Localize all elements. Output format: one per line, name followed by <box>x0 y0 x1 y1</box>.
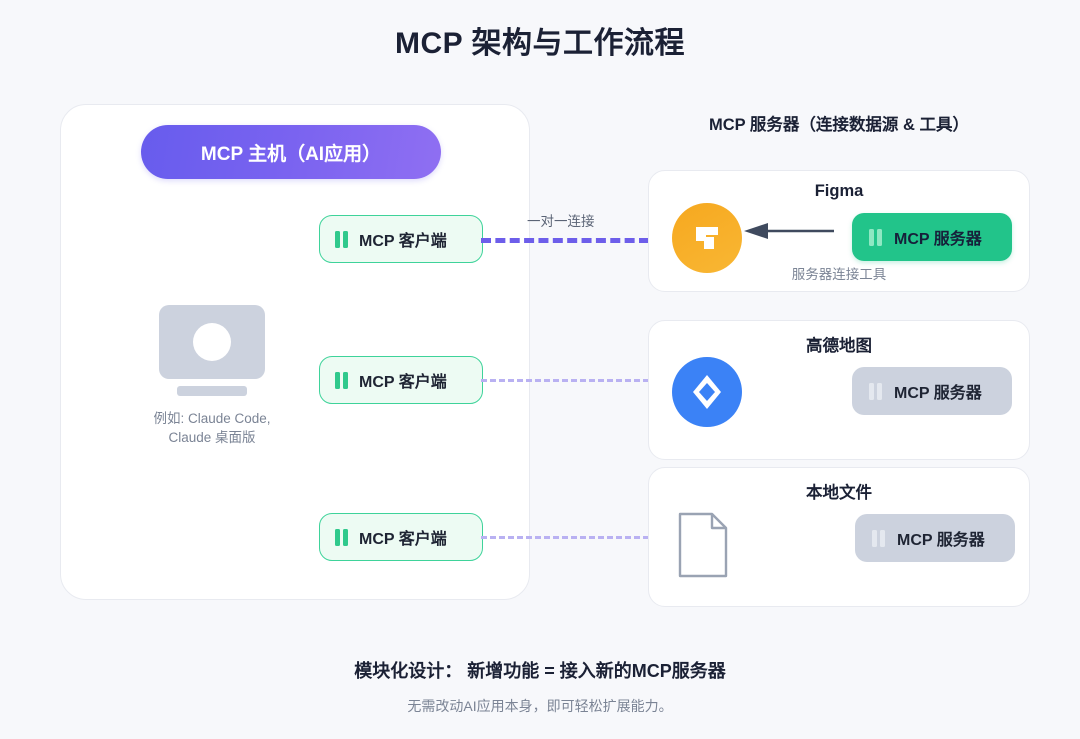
mcp-host-pill: MCP 主机（AI应用） <box>141 125 441 179</box>
mcp-server-pill-1[interactable]: MCP 服务器 <box>852 213 1012 261</box>
mcp-server-label-3: MCP 服务器 <box>897 532 985 549</box>
figma-glyph <box>696 227 718 249</box>
mcp-client-chip-2[interactable]: MCP 客户端 <box>319 356 483 404</box>
server-card-caption-1: 服务器连接工具 <box>791 267 887 282</box>
figma-icon <box>672 203 742 273</box>
mcp-server-label-2: MCP 服务器 <box>894 385 982 402</box>
bars-icon <box>335 230 348 248</box>
servers-section-heading: MCP 服务器（连接数据源 & 工具） <box>708 116 970 134</box>
connector-label-1: 一对一连接 <box>527 214 595 229</box>
device-caption: 例如: Claude Code, Claude 桌面版 <box>127 409 297 447</box>
device-caption-line1: 例如: Claude Code, <box>153 411 271 426</box>
mcp-client-label-3: MCP 客户端 <box>359 531 447 548</box>
mcp-client-label-2: MCP 客户端 <box>359 374 447 391</box>
mcp-client-chip-3[interactable]: MCP 客户端 <box>319 513 483 561</box>
server-card-local-files[interactable]: 本地文件 MCP 服务器 <box>648 467 1030 607</box>
mcp-client-chip-1[interactable]: MCP 客户端 <box>319 215 483 263</box>
file-document-icon <box>672 510 734 585</box>
server-card-title-2: 高德地图 <box>806 337 872 355</box>
server-card-figma[interactable]: Figma MCP 服务器 服务器连接工具 <box>648 170 1030 292</box>
diamond-glyph <box>693 375 721 409</box>
host-panel: MCP 主机（AI应用） 例如: Claude Code, Claude 桌面版… <box>60 104 530 600</box>
mcp-server-pill-3[interactable]: MCP 服务器 <box>855 514 1015 562</box>
monitor-screen-dot <box>193 323 231 361</box>
arrow-left-icon <box>744 223 834 239</box>
connector-line-2 <box>481 379 649 382</box>
server-card-amap[interactable]: 高德地图 MCP 服务器 <box>648 320 1030 460</box>
footer-subtext: 无需改动AI应用本身，即可轻松扩展能力。 <box>407 698 673 714</box>
monitor-icon <box>159 305 265 379</box>
bars-icon <box>872 529 885 547</box>
bars-icon <box>869 382 882 400</box>
file-glyph <box>678 512 728 578</box>
mcp-server-label-1: MCP 服务器 <box>894 231 982 248</box>
connector-line-3 <box>481 536 649 539</box>
mcp-host-label: MCP 主机（AI应用） <box>200 143 382 165</box>
footer-headline: 模块化设计： 新增功能 = 接入新的MCP服务器 <box>354 661 726 681</box>
server-card-title-3: 本地文件 <box>806 484 872 502</box>
mcp-client-label-1: MCP 客户端 <box>359 233 447 250</box>
mcp-server-pill-2[interactable]: MCP 服务器 <box>852 367 1012 415</box>
monitor-stand <box>177 386 247 396</box>
page-title: MCP 架构与工作流程 <box>395 27 685 60</box>
server-card-title-1: Figma <box>814 182 864 200</box>
device-caption-line2: Claude 桌面版 <box>168 430 256 446</box>
connector-line-1 <box>481 238 649 243</box>
device-illustration: 例如: Claude Code, Claude 桌面版 <box>127 305 297 447</box>
amap-diamond-icon <box>672 357 742 427</box>
bars-icon <box>335 528 348 546</box>
bars-icon <box>869 228 882 246</box>
bars-icon <box>335 371 348 389</box>
